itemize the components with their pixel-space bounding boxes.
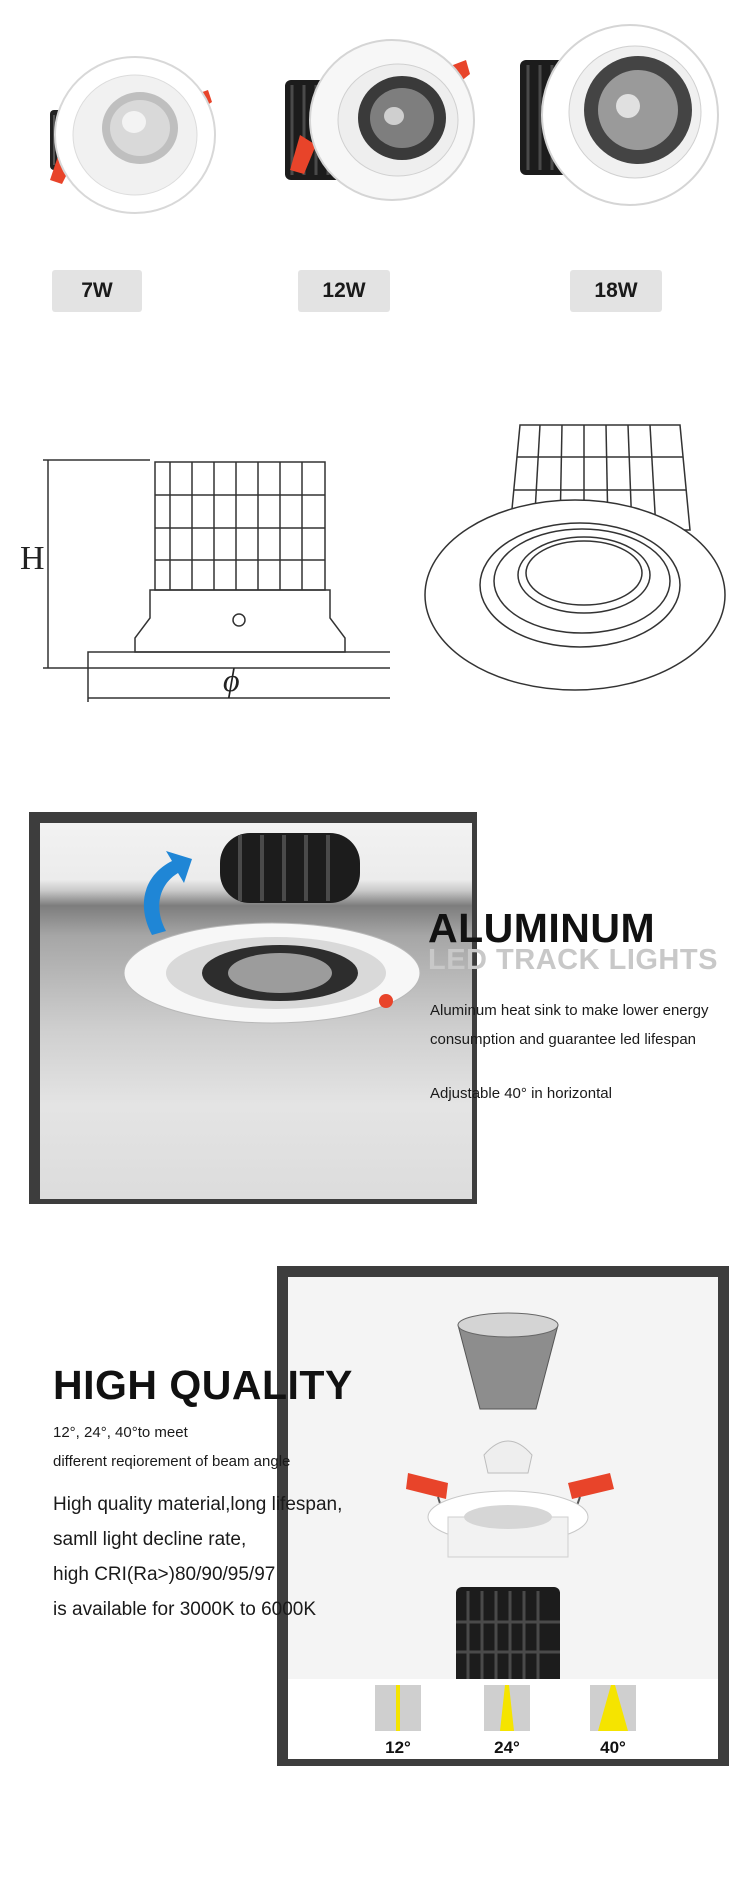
beam-label-12: 12° — [385, 1738, 411, 1757]
aluminum-text-line-3: Adjustable 40° in horizontal — [430, 1085, 612, 1102]
aluminum-photo-frame — [29, 812, 477, 1204]
quality-line-2: samll light decline rate, — [53, 1529, 247, 1550]
beam-12-icon — [375, 1685, 421, 1731]
beam-40-icon — [590, 1685, 636, 1731]
quality-line-3: high CRI(Ra>)80/90/95/97 — [53, 1564, 276, 1585]
diameter-symbol: ϕ — [223, 662, 240, 698]
dimension-drawing-side: H ϕ — [10, 440, 394, 710]
product-18w-image — [510, 20, 720, 220]
quality-line-1: High quality material,long lifespan, — [53, 1494, 343, 1515]
product-12w-image — [270, 20, 480, 220]
beam-angle-line-1: 12°, 24°, 40°to meet — [53, 1424, 188, 1441]
exploded-view-photo — [288, 1277, 718, 1759]
height-symbol: H — [20, 540, 45, 577]
exploded-view-frame — [277, 1266, 729, 1766]
wattage-badge-7w: 7W — [52, 270, 142, 312]
aluminum-title: ALUMINUM — [428, 905, 656, 951]
wattage-badge-12w: 12W — [298, 270, 390, 312]
beam-label-40: 40° — [600, 1738, 626, 1757]
beam-angle-line-2: different reqiorement of beam angle — [53, 1453, 291, 1470]
aluminum-text-line-1: Aluminum heat sink to make lower energy — [430, 1002, 709, 1019]
beam-24-icon — [484, 1685, 530, 1731]
aluminum-photo — [40, 823, 472, 1199]
product-7w-image — [30, 20, 240, 220]
dimension-drawing-perspective — [420, 395, 730, 715]
high-quality-title: HIGH QUALITY — [53, 1362, 353, 1408]
beam-label-24: 24° — [494, 1738, 520, 1757]
aluminum-text-line-2: consumption and guarantee led lifespan — [430, 1031, 697, 1048]
aluminum-subtitle: LED TRACK LIGHTS — [428, 944, 718, 976]
quality-line-4: is available for 3000K to 6000K — [53, 1599, 317, 1620]
wattage-badge-18w: 18W — [570, 270, 662, 312]
